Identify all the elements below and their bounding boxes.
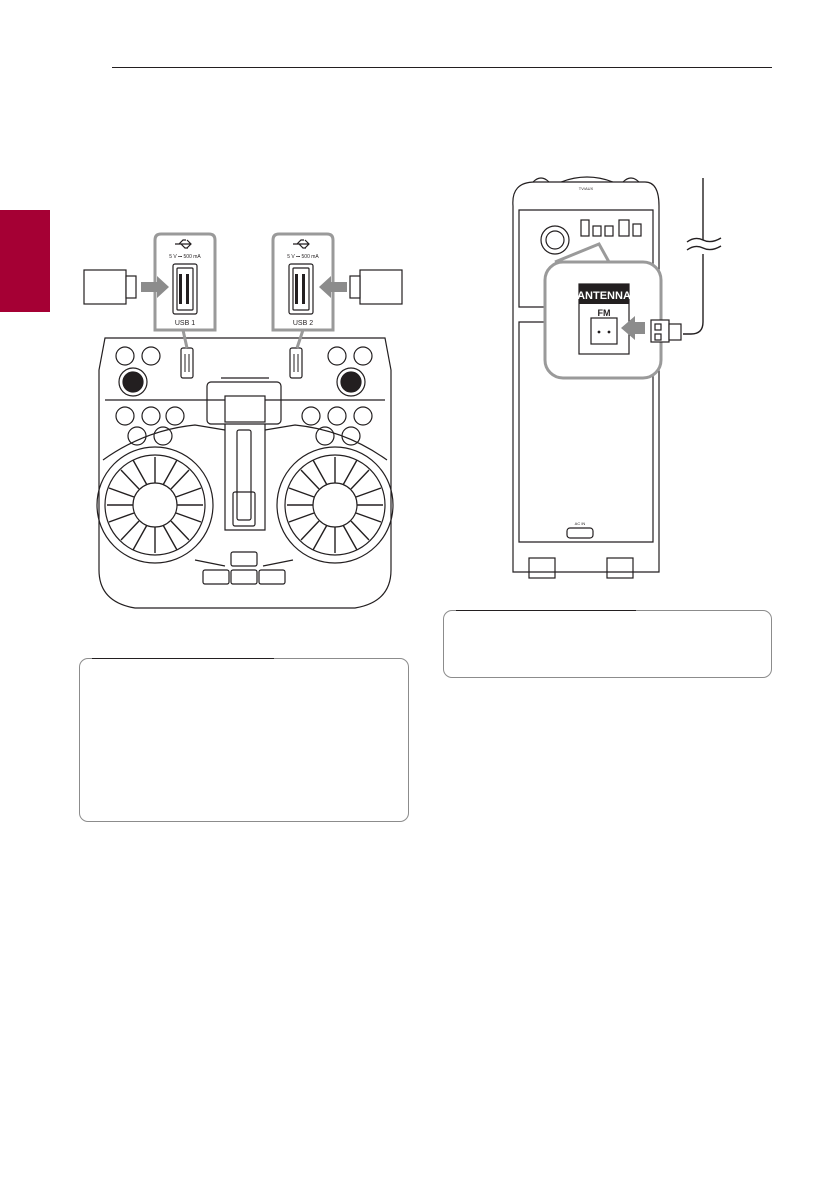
usb-1-label: USB 1 xyxy=(175,320,195,327)
usb-connection-figure: 5 V ⎓ 500 mA 5 V ⎓ 500 mA USB 1 USB 2 xyxy=(83,232,403,609)
left-note-tab xyxy=(92,658,274,659)
antenna-connection-figure: ANTENNA FM AC IN TV/AUX xyxy=(512,176,722,579)
right-note-box xyxy=(443,610,772,678)
usb-rating-2-label: 5 V ⎓ 500 mA xyxy=(287,254,319,260)
antenna-label: ANTENNA xyxy=(577,290,631,302)
usb-2-label: USB 2 xyxy=(293,320,313,327)
fm-label: FM xyxy=(598,308,611,318)
rear-top-label: TV/AUX xyxy=(579,186,594,191)
usb-rating-1-label: 5 V ⎓ 500 mA xyxy=(169,254,201,260)
header-rule xyxy=(112,67,772,68)
chapter-tab xyxy=(0,210,50,312)
ac-in-label: AC IN xyxy=(575,521,586,526)
left-note-box xyxy=(79,658,409,822)
right-note-tab xyxy=(456,610,636,611)
